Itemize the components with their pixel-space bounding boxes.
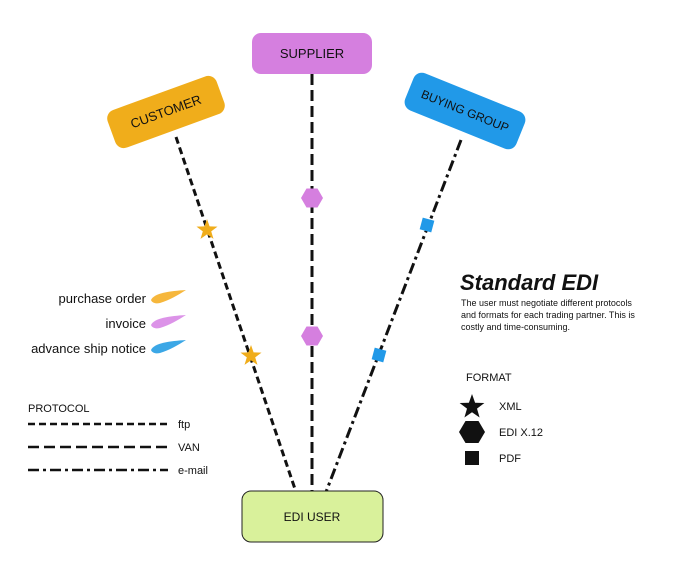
buying-group-line-markers	[371, 217, 435, 363]
protocol-label: e-mail	[178, 465, 208, 477]
edi-user-node: EDI USER	[241, 490, 384, 543]
customer-node: CUSTOMER	[107, 75, 225, 149]
customer-line-markers	[196, 219, 262, 365]
star-icon	[196, 219, 218, 239]
protocol-legend: PROTOCOL ftp VAN e-mail	[28, 403, 208, 477]
format-label: XML	[499, 401, 522, 413]
document-label: advance ship notice	[31, 341, 146, 356]
format-legend: FORMAT XML EDI X.12 PDF	[459, 372, 543, 465]
document-label: invoice	[106, 316, 146, 331]
supplier-label: SUPPLIER	[280, 46, 344, 61]
format-label: PDF	[499, 453, 521, 465]
supplier-line-markers	[301, 188, 323, 346]
description-line: The user must negotiate different protoc…	[461, 298, 632, 308]
buying-group-link-line	[324, 139, 463, 493]
format-heading: FORMAT	[466, 372, 512, 384]
square-icon	[465, 451, 479, 465]
supplier-node: SUPPLIER	[252, 33, 372, 74]
description-line: costly and time-consuming.	[461, 322, 570, 332]
protocol-heading: PROTOCOL	[28, 403, 90, 415]
document-label: purchase order	[59, 291, 147, 306]
brush-stroke-icon	[151, 290, 186, 304]
standard-edi-panel: Standard EDI The user must negotiate dif…	[460, 270, 635, 332]
square-icon	[371, 347, 387, 363]
format-label: EDI X.12	[499, 427, 543, 439]
star-icon	[459, 394, 485, 418]
star-icon	[240, 345, 262, 365]
buying-group-node: BUYING GROUP	[404, 72, 526, 150]
description-line: and formats for each trading partner. Th…	[461, 310, 635, 320]
hexagon-icon	[301, 326, 323, 346]
customer-link-line	[174, 136, 298, 493]
connection-lines	[174, 74, 463, 493]
hexagon-icon	[459, 421, 485, 443]
edi-user-label: EDI USER	[284, 510, 341, 524]
document-legend: purchase order invoice advance ship noti…	[31, 290, 186, 356]
brush-stroke-icon	[151, 340, 186, 354]
hexagon-icon	[301, 188, 323, 208]
square-icon	[419, 217, 435, 233]
brush-stroke-icon	[151, 315, 186, 329]
protocol-label: VAN	[178, 442, 200, 454]
standard-edi-title: Standard EDI	[460, 270, 599, 295]
protocol-label: ftp	[178, 419, 190, 431]
